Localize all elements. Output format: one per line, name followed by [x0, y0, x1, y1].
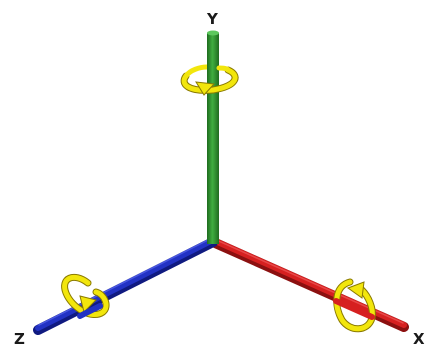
- y-axis-label: Y: [206, 10, 219, 28]
- x-axis-label: X: [413, 330, 425, 348]
- z-axis-label: Z: [14, 330, 25, 348]
